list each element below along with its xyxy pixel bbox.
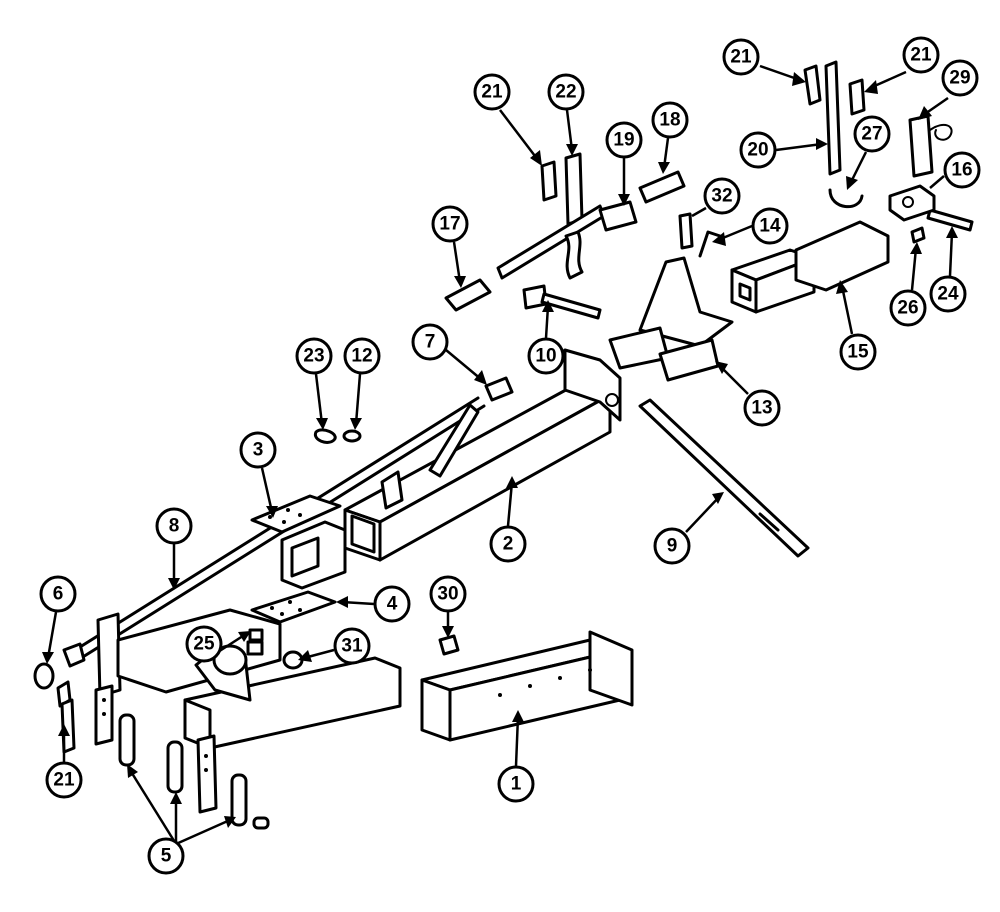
callout-21-top-left-label: 21: [730, 47, 752, 68]
part-clevis-16: [888, 184, 936, 222]
callout-30-label: 30: [437, 584, 458, 605]
part-tall-bar: [824, 60, 842, 176]
callout-25-label: 25: [193, 634, 215, 655]
callout-20: 20: [739, 131, 828, 169]
part-saddle-bracket: [280, 520, 347, 590]
callout-8: 8: [155, 507, 193, 590]
part-headed-pin: [522, 284, 602, 320]
part-turnbuckle: [444, 170, 686, 312]
callout-32: 32: [691, 177, 741, 218]
callout-21-mid: 21: [473, 73, 542, 166]
callout-6: 6: [39, 575, 77, 664]
part-bar-22: [564, 152, 584, 226]
callout-7-label: 7: [425, 332, 436, 353]
part-long-bar: [638, 398, 810, 558]
part-bolt: [678, 212, 694, 250]
callout-4-label: 4: [387, 594, 398, 615]
callout-27: 27: [846, 115, 891, 190]
part-small-nut: [438, 634, 460, 656]
part-washer: [342, 429, 362, 443]
callout-26: 24: [929, 226, 967, 313]
part-clip: [313, 428, 337, 444]
part-spacer-21-left: [803, 64, 822, 106]
part-lock-clip: [828, 188, 864, 209]
callout-30: 30: [429, 575, 467, 638]
callout-21-mid-label: 21: [481, 82, 503, 103]
callout-1: 1: [497, 710, 535, 803]
callout-32-label: 32: [711, 186, 732, 207]
callout-12: 12: [343, 337, 381, 430]
part-nut-28: [910, 226, 926, 244]
callout-1-label: 1: [511, 774, 522, 795]
callout-12-label: 12: [351, 346, 372, 367]
part-square-tube: [730, 220, 890, 314]
callout-8-label: 8: [169, 516, 180, 537]
callout-29-label: 29: [949, 68, 970, 89]
callout-31-label: 31: [341, 636, 363, 657]
callout-24-label: 21: [53, 770, 75, 791]
parts-drawing: [33, 60, 974, 830]
part-spacer-21-mid: [540, 160, 558, 202]
callout-3: 3: [239, 431, 278, 518]
callout-7: 7: [411, 323, 487, 385]
part-top-plate: [250, 494, 342, 534]
callout-21-top-right: 21: [864, 36, 940, 94]
callout-23: 23: [295, 337, 333, 430]
callout-16: 16: [929, 151, 981, 189]
callout-19: 19: [605, 121, 643, 206]
callout-28: 26: [889, 242, 927, 327]
callout-14-label: 14: [759, 216, 781, 237]
callout-2-label: 2: [503, 534, 514, 555]
callout-21-top-right-label: 21: [910, 45, 932, 66]
callout-21-top-left: 21: [722, 38, 806, 86]
part-pin-left: [56, 680, 76, 754]
callout-29: 29: [918, 59, 979, 120]
part-bushing: [33, 662, 55, 690]
callout-26-label: 24: [937, 284, 959, 305]
part-rod-26: [926, 208, 974, 232]
callout-2: 2: [489, 476, 527, 563]
callout-15: 15: [836, 280, 877, 371]
part-straps: [118, 713, 270, 830]
callout-13-label: 13: [751, 398, 772, 419]
callout-4: 4: [336, 585, 411, 623]
callout-22: 22: [547, 73, 585, 156]
part-extension-tube: [420, 630, 634, 742]
callouts: 21 21 29 20 27 16: [39, 36, 981, 875]
callout-18: 18: [651, 101, 689, 174]
callout-20-label: 20: [747, 140, 768, 161]
callout-17: 17: [431, 205, 469, 288]
callout-10-label: 10: [535, 346, 556, 367]
callout-10: 10: [527, 300, 565, 375]
callout-18-label: 18: [659, 110, 680, 131]
callout-16-label: 16: [951, 160, 972, 181]
part-small-block: [484, 376, 514, 402]
callout-17-label: 17: [439, 214, 460, 235]
callout-24: 21: [45, 724, 83, 799]
callout-31: 31: [298, 627, 371, 665]
callout-14: 14: [712, 207, 789, 246]
part-bent-pin: [698, 230, 722, 258]
part-clevis-bracket: [608, 256, 734, 382]
callout-9: 9: [653, 492, 724, 565]
part-spacer-21-right: [848, 78, 866, 116]
callout-25: 25: [185, 625, 251, 663]
callout-28-label: 26: [897, 298, 918, 319]
callout-22-label: 22: [555, 82, 576, 103]
callout-15-label: 15: [847, 342, 869, 363]
callout-3-label: 3: [253, 440, 264, 461]
callout-6-label: 6: [53, 584, 64, 605]
callout-27-label: 27: [861, 124, 882, 145]
callout-13: 13: [715, 361, 781, 427]
callout-5-label: 5: [161, 846, 172, 867]
callout-5: 5: [127, 764, 236, 875]
part-main-tube: [343, 348, 622, 562]
callout-19-label: 19: [613, 130, 634, 151]
part-bottom-plate: [250, 590, 337, 624]
callout-9-label: 9: [667, 536, 678, 557]
part-bolt-stack: [246, 628, 264, 656]
callout-23-label: 23: [303, 346, 324, 367]
